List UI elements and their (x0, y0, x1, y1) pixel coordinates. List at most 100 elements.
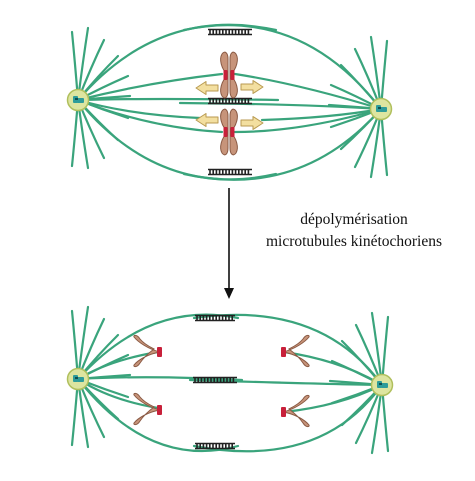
overlap-tick (231, 29, 234, 35)
centriole-icon (77, 98, 84, 103)
centrosome-icon (66, 88, 90, 112)
overlap-tick (241, 29, 243, 35)
arrow-shape (240, 80, 264, 94)
centriole-icon (77, 377, 84, 382)
microtubule-overlap-icon (195, 442, 235, 450)
overlap-tick (216, 377, 219, 383)
overlap-tick (225, 29, 227, 35)
overlap-tick (231, 169, 234, 175)
chromatid-v-icon (133, 392, 162, 426)
microtubule (182, 24, 383, 111)
chromatid-body (282, 394, 310, 428)
kinetochore (157, 405, 162, 415)
microtubule (76, 98, 202, 120)
down-arrow-icon (224, 188, 234, 299)
centrosome-icon (66, 367, 90, 391)
overlap-tick (215, 169, 218, 175)
chromatid-arm (229, 73, 238, 99)
chromatid-arm (220, 73, 229, 99)
overlap-tick (196, 443, 198, 449)
overlap-tick (212, 315, 214, 321)
overlap-tick (205, 443, 208, 449)
chromatid-v-icon (281, 334, 310, 368)
overlap-tick (225, 315, 227, 321)
chromosome-x-icon (220, 108, 238, 156)
chromosome-x-icon (220, 51, 238, 99)
chromatid-arm (220, 130, 229, 156)
overlap-tick (225, 169, 227, 175)
movement-arrow-icon (240, 80, 264, 94)
overlap-tick (244, 29, 246, 35)
microtubule (76, 97, 280, 102)
chromatid-arm (229, 51, 238, 77)
microtubule (76, 377, 240, 453)
overlap-tick (229, 377, 231, 383)
overlap-tick (209, 29, 211, 35)
overlap-tick (218, 98, 221, 104)
movement-arrow-icon (195, 113, 219, 127)
chromatid-arm (229, 130, 238, 156)
kinetochore-right (230, 127, 235, 137)
overlap-tick (203, 377, 206, 383)
centriole-core (75, 377, 78, 379)
overlap-tick (247, 98, 250, 104)
overlap-tick (234, 98, 237, 104)
chromatid-arm (220, 108, 229, 134)
overlap-tick (225, 98, 227, 104)
chromatid-v-icon (133, 334, 162, 368)
overlap-tick (200, 377, 203, 383)
overlap-tick (212, 98, 214, 104)
microtubule-overlap-icon (208, 28, 252, 36)
overlap-tick (213, 377, 215, 383)
caption-microtubules: microtubules kinétochoriens (265, 233, 443, 250)
overlap-tick (241, 169, 243, 175)
microtubule (76, 98, 224, 134)
centrosome-icon (369, 97, 393, 121)
overlap-tick (209, 98, 211, 104)
overlap-tick (247, 29, 250, 35)
microtubule (233, 72, 383, 111)
kinetochore-left (223, 127, 228, 137)
overlap-tick (218, 29, 221, 35)
overlap-tick (221, 443, 224, 449)
microtubule-overlap-icon (208, 168, 252, 176)
chromatid-body (282, 334, 310, 368)
centriole-core (75, 98, 78, 100)
overlap-tick (197, 377, 199, 383)
microtubule-overlap-icon (208, 97, 252, 105)
movement-arrow-icon (240, 116, 264, 130)
overlap-tick (231, 443, 233, 449)
overlap-tick (205, 315, 208, 321)
arrow-shape (240, 116, 264, 130)
kinetochore-right (230, 70, 235, 80)
chromatid-body (133, 392, 161, 426)
overlap-tick (215, 29, 218, 35)
centriole-icon (381, 383, 388, 388)
overlap-tick (238, 29, 240, 35)
overlap-tick (207, 377, 209, 383)
overlap-tick (234, 29, 237, 35)
microtubule (182, 107, 383, 181)
overlap-tick (209, 169, 211, 175)
kinetochore (281, 347, 286, 357)
overlap-tick (215, 443, 217, 449)
overlap-tick (226, 377, 228, 383)
overlap-tick (219, 377, 222, 383)
overlap-tick (234, 169, 237, 175)
centriole-core (379, 383, 382, 385)
overlap-tick (222, 169, 224, 175)
microtubule-overlap-icon (195, 314, 235, 322)
overlap-tick (202, 443, 205, 449)
overlap-tick (241, 98, 243, 104)
process-arrow (224, 188, 234, 299)
overlap-tick (238, 98, 240, 104)
overlap-tick (215, 98, 218, 104)
metaphase-spindle (66, 23, 393, 181)
centriole-core (378, 107, 381, 109)
chromatid-arm (229, 108, 238, 134)
kinetochore (281, 407, 286, 417)
kinetochore-left (223, 70, 228, 80)
overlap-tick (218, 169, 221, 175)
